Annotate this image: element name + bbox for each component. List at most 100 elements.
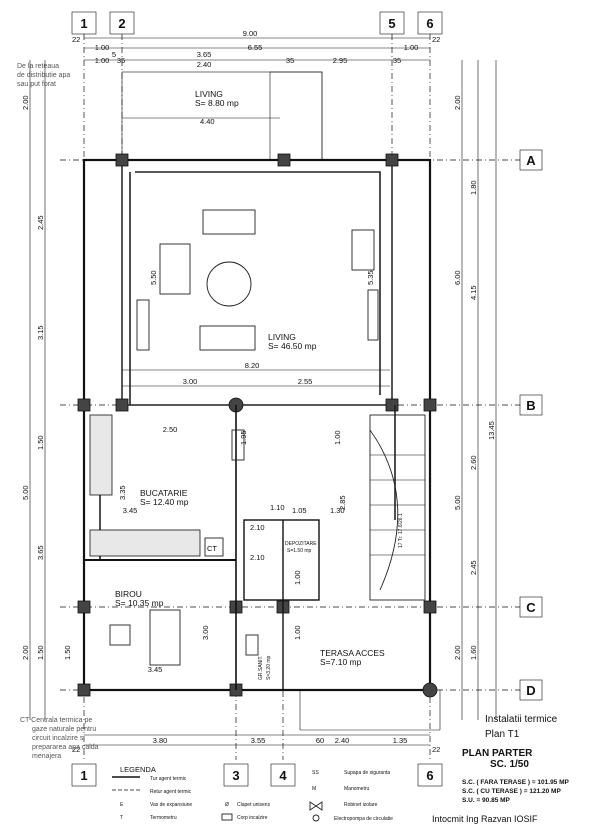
svg-text:Ø: Ø [225, 802, 229, 808]
svg-text:1.60: 1.60 [469, 645, 478, 660]
svg-text:1.80: 1.80 [469, 180, 478, 195]
svg-text:2.55: 2.55 [298, 377, 313, 386]
axis-label-1: 1 [80, 16, 87, 31]
outer-wall [82, 158, 432, 692]
room-name-living-small: LIVING [195, 89, 223, 99]
stair-label: 17 Tr. 17.6/26.1 [398, 513, 404, 548]
svg-text:Corp incalzire: Corp incalzire [237, 815, 268, 821]
svg-text:5.00: 5.00 [21, 485, 30, 500]
svg-text:3.45: 3.45 [123, 506, 138, 515]
svg-text:5: 5 [112, 50, 116, 59]
svg-text:22: 22 [72, 35, 80, 44]
svg-text:gaze naturale pentru: gaze naturale pentru [32, 726, 96, 733]
svg-text:1.50: 1.50 [36, 645, 45, 660]
svg-text:1.50: 1.50 [63, 645, 72, 660]
axis-label-2: 2 [118, 16, 125, 31]
axis-label-bottom-3: 3 [232, 768, 239, 783]
svg-text:1.10: 1.10 [270, 503, 285, 512]
svg-text:SS: SS [312, 770, 319, 776]
axis-label-bottom-4: 4 [279, 768, 287, 783]
svg-text:35: 35 [286, 56, 294, 65]
svg-text:1.95: 1.95 [239, 430, 248, 445]
svg-text:2.00: 2.00 [453, 95, 462, 110]
svg-text:3.00: 3.00 [183, 377, 198, 386]
right-axis-markers: A B C D [519, 149, 543, 701]
svg-text:4.15: 4.15 [469, 285, 478, 300]
living-furniture [136, 209, 379, 351]
svg-text:3.55: 3.55 [251, 736, 266, 745]
svg-text:2.85: 2.85 [338, 495, 347, 510]
svg-text:6.00: 6.00 [453, 270, 462, 285]
svg-text:3.80: 3.80 [153, 736, 168, 745]
svg-text:circuit incalzire si: circuit incalzire si [32, 735, 85, 742]
svg-text:3.15: 3.15 [36, 325, 45, 340]
room-area-wc: S=3.20 mp [266, 655, 272, 680]
axis-label-5: 5 [388, 16, 395, 31]
svg-text:2.40: 2.40 [335, 736, 350, 745]
svg-text:Electropompa de circulatie: Electropompa de circulatie [334, 816, 393, 822]
svg-text:22: 22 [72, 745, 80, 754]
room-area-kitchen: S= 12.40 mp [140, 497, 189, 507]
room-name-living: LIVING [268, 332, 296, 342]
svg-text:3.65: 3.65 [36, 545, 45, 560]
svg-text:2.45: 2.45 [469, 560, 478, 575]
svg-text:sau put forat: sau put forat [17, 81, 56, 88]
area-without-terraces: S.C. ( FARA TERASE ) = 101.95 MP [462, 779, 570, 786]
svg-text:3.45: 3.45 [148, 665, 163, 674]
axis-label-bottom-1: 1 [80, 768, 87, 783]
ct-label: CT [207, 544, 217, 553]
svg-text:De la reteaua: De la reteaua [17, 63, 59, 70]
svg-text:2.50: 2.50 [163, 425, 178, 434]
svg-text:60: 60 [316, 736, 324, 745]
room-name-office: BIROU [115, 589, 142, 599]
svg-text:Clapet unisens: Clapet unisens [237, 802, 271, 808]
svg-text:2.40: 2.40 [197, 60, 212, 69]
legend: LEGENDA Tur agent termic Retur agent ter… [112, 765, 393, 822]
svg-text:5.00: 5.00 [453, 495, 462, 510]
svg-text:13.45: 13.45 [487, 421, 496, 440]
room-area-office: S= 10.35 mp [115, 598, 164, 608]
bottom-dimensions: 22 3.80 3.55 60 2.40 1.35 22 [72, 734, 440, 754]
svg-text:2.00: 2.00 [453, 645, 462, 660]
ct-note: CT Centrala termica pe gaze naturale pen… [20, 717, 99, 760]
room-area-storage: S=1.50 mp [287, 548, 312, 554]
svg-text:Retur agent termic: Retur agent termic [150, 789, 192, 795]
upper-terrace-outline [121, 71, 323, 161]
svg-text:1.00: 1.00 [95, 56, 110, 65]
svg-text:5.50: 5.50 [149, 270, 158, 285]
svg-text:22: 22 [432, 745, 440, 754]
svg-text:9.00: 9.00 [243, 29, 258, 38]
svg-text:2.60: 2.60 [469, 455, 478, 470]
svg-text:Supapa de siguranta: Supapa de siguranta [344, 770, 390, 776]
svg-text:menajera: menajera [32, 753, 61, 760]
svg-text:2.10: 2.10 [250, 553, 265, 562]
svg-text:1.30: 1.30 [330, 506, 345, 515]
bottom-axis-markers: 1 3 4 6 [71, 763, 443, 787]
svg-text:E: E [120, 802, 124, 808]
svg-text:22: 22 [432, 35, 440, 44]
svg-text:3.65: 3.65 [197, 50, 212, 59]
svg-text:35: 35 [117, 56, 125, 65]
top-dimensions: 22 9.00 22 1.00 6.55 1.00 1.00 35 5 3.65… [72, 29, 440, 69]
svg-text:1.35: 1.35 [393, 736, 408, 745]
svg-text:1.50: 1.50 [36, 435, 45, 450]
plan-scale: SC. 1/50 [490, 759, 529, 770]
axis-label-6: 6 [426, 16, 433, 31]
title-line1: Instalatii termice [485, 714, 558, 725]
legend-title: LEGENDA [120, 765, 156, 774]
title-line2: Plan T1 [485, 729, 520, 740]
room-name-terrace: TERASA ACCES [320, 648, 385, 658]
svg-text:2.95: 2.95 [333, 56, 348, 65]
svg-text:5.35: 5.35 [366, 270, 375, 285]
supply-note: De la reteaua de distributie apa sau put… [17, 63, 70, 88]
plan-title: PLAN PARTER [462, 748, 533, 759]
axis-label-c: C [526, 600, 536, 615]
structural-columns [77, 153, 438, 698]
author-line: Intocmit Ing Razvan IOSIF [432, 814, 538, 824]
svg-text:8.20: 8.20 [245, 361, 260, 370]
axis-label-d: D [526, 683, 535, 698]
svg-text:Manometru: Manometru [344, 786, 370, 792]
svg-text:M: M [312, 786, 316, 792]
svg-text:2.45: 2.45 [36, 215, 45, 230]
area-with-terraces: S.C. ( CU TERASE ) = 121.20 MP [462, 788, 561, 795]
